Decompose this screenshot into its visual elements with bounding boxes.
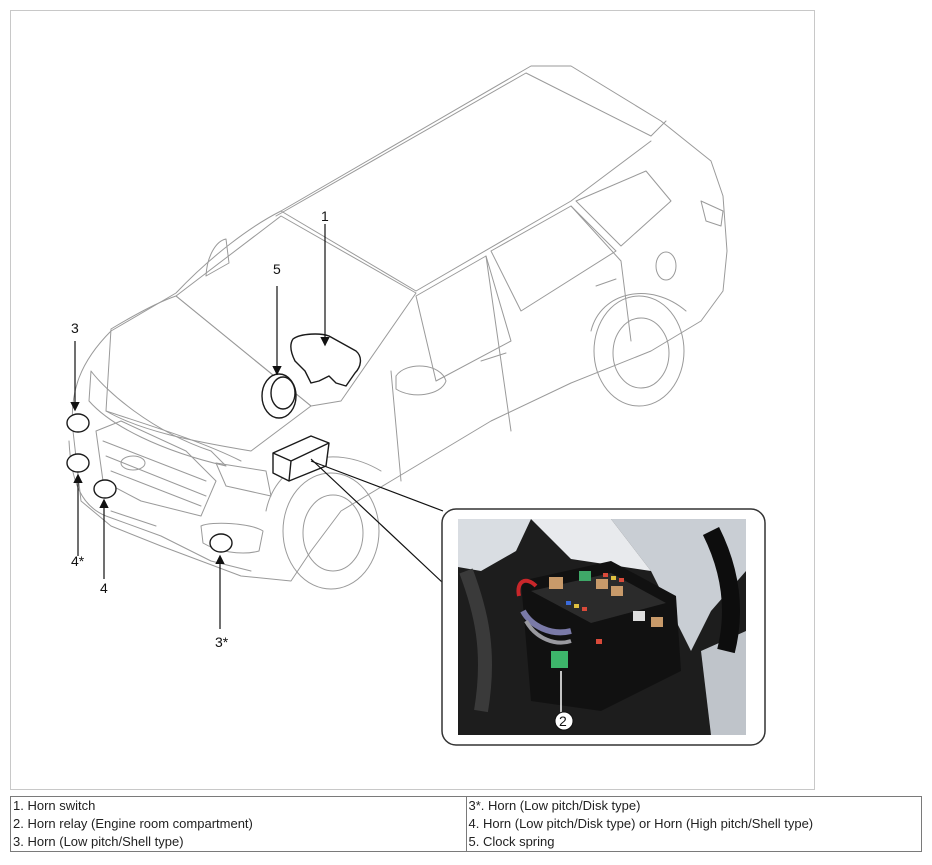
legend-cell: 4. Horn (Low pitch/Disk type) or Horn (H… <box>465 815 922 833</box>
quarter-window <box>575 170 672 247</box>
roof-line <box>275 72 667 217</box>
legend-row: 3. Horn (Low pitch/Shell type) 5. Clock … <box>10 833 922 852</box>
horn-4-shape <box>93 479 117 499</box>
legend-cell: 2. Horn relay (Engine room compartment) <box>10 815 467 833</box>
roof-edge <box>280 140 652 292</box>
legend-cell: 3. Horn (Low pitch/Shell type) <box>10 833 467 852</box>
horn-relay-photo <box>551 651 568 668</box>
left-mirror <box>205 238 230 277</box>
legend-row: 1. Horn switch 3*. Horn (Low pitch/Disk … <box>10 796 922 815</box>
legend-cell: 5. Clock spring <box>465 833 922 852</box>
component-location-figure: 1 5 3 4* 4 3* <box>10 10 815 790</box>
callout-4: 4 <box>100 580 108 596</box>
windshield <box>175 215 417 407</box>
callout-3star: 3* <box>215 634 229 650</box>
callout-4star: 4* <box>71 553 85 569</box>
vehicle-diagram: 1 5 3 4* 4 3* <box>66 65 766 746</box>
callout-1: 1 <box>321 208 329 224</box>
side-mirror <box>395 365 447 396</box>
legend-row: 2. Horn relay (Engine room compartment) … <box>10 815 922 833</box>
hood <box>105 295 312 452</box>
engine-room-inset: 2 <box>441 508 766 746</box>
callout-3: 3 <box>71 320 79 336</box>
legend-table: 1. Horn switch 3*. Horn (Low pitch/Disk … <box>10 796 922 852</box>
legend-cell: 1. Horn switch <box>10 796 467 815</box>
horn-3-shape <box>66 413 90 433</box>
legend-cell: 3*. Horn (Low pitch/Disk type) <box>465 796 922 815</box>
horn-switch-shape <box>290 333 362 387</box>
brand-emblem-icon <box>120 455 146 471</box>
callout-2: 2 <box>559 713 567 729</box>
horn-3star-shape <box>209 533 233 553</box>
horn-relay-box-shape <box>272 435 330 482</box>
rear-door-window <box>490 205 617 312</box>
vehicle-body-outline <box>71 65 728 582</box>
front-wheel <box>282 472 380 590</box>
rear-wheel <box>593 295 685 407</box>
front-door-window <box>415 255 512 382</box>
horn-4star-shape <box>66 453 90 473</box>
front-grille <box>95 420 217 517</box>
callout-5: 5 <box>273 261 281 277</box>
